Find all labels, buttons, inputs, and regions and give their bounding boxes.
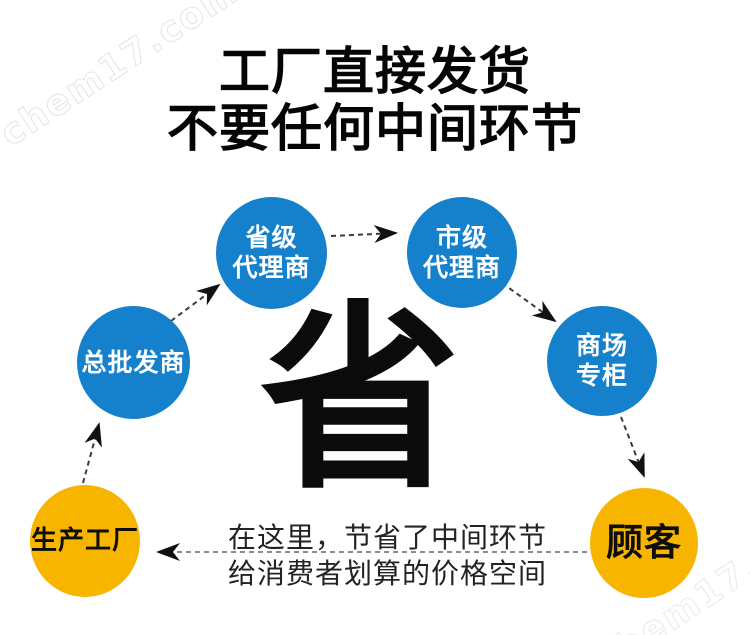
- node-provincial-agent: 省级 代理商: [216, 197, 327, 309]
- caption: 在这里，节省了中间环节 给消费者划算的价格空间: [228, 520, 568, 592]
- save-character: 省: [259, 283, 460, 517]
- node-label-line1: 市级: [435, 222, 488, 252]
- node-label-line1: 省级: [245, 223, 298, 252]
- node-city-agent: 市级 代理商: [407, 197, 517, 308]
- arrow-factory-to-wholesaler-icon: [82, 422, 102, 484]
- node-label-line2: 代理商: [422, 252, 501, 282]
- title-line-1: 工厂直接发货: [218, 43, 531, 102]
- node-label: 生产工厂: [30, 526, 139, 556]
- node-mall-counter: 商场 专柜: [547, 306, 657, 416]
- node-label-line1: 商场: [575, 331, 628, 360]
- title-line-2: 不要任何中间环节: [166, 100, 583, 159]
- node-label: 顾客: [606, 521, 682, 564]
- node-label-line2: 专柜: [575, 361, 628, 390]
- arrow-city-to-mall-icon: [501, 282, 557, 323]
- node-customer: 顾客: [590, 488, 698, 598]
- caption-line-1: 在这里，节省了中间环节: [228, 521, 548, 554]
- arrow-provincial-to-city-icon: [330, 225, 398, 244]
- node-general-wholesaler: 总批发商: [77, 306, 190, 419]
- node-label-line2: 代理商: [232, 253, 311, 282]
- node-label: 总批发商: [81, 347, 186, 377]
- arrow-wholesaler-to-provincial-icon: [170, 283, 221, 322]
- node-production-factory: 生产工厂: [30, 485, 140, 597]
- arrow-mall-to-customer-icon: [620, 416, 645, 478]
- caption-line-2: 给消费者划算的价格空间: [228, 557, 548, 590]
- page-title: 工厂直接发货 不要任何中间环节: [0, 44, 750, 158]
